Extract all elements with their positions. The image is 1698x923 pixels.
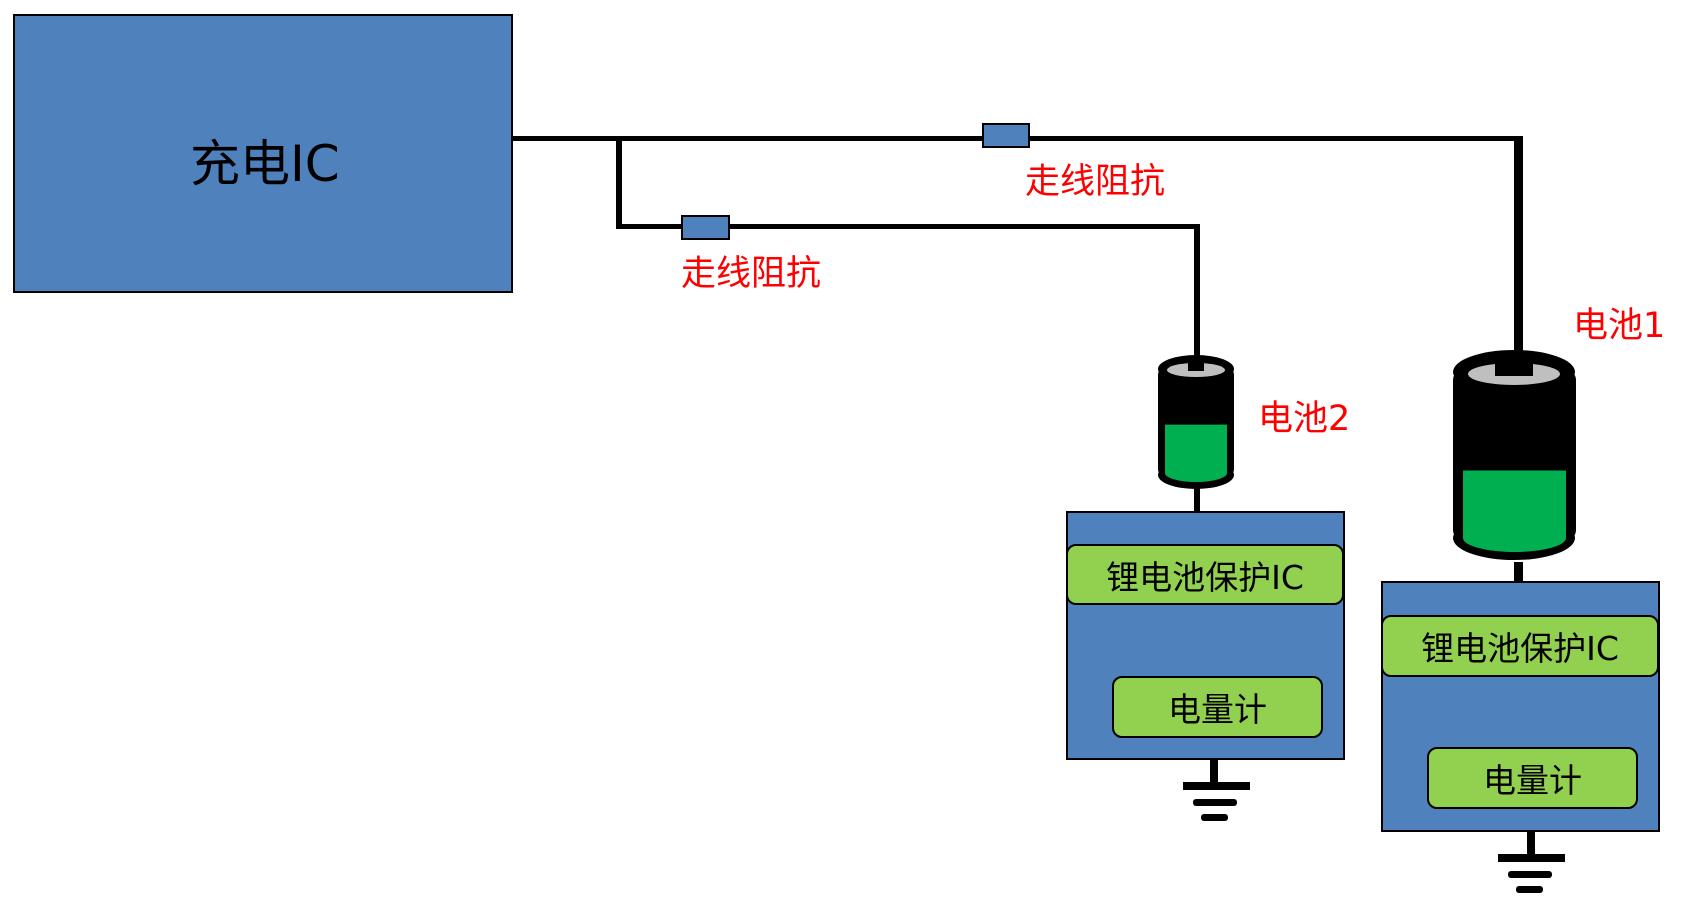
battery-2-charge bbox=[1165, 424, 1227, 482]
battery-1-charge bbox=[1463, 470, 1566, 552]
trace-impedance-2 bbox=[681, 215, 730, 240]
trace-impedance-1-label: 走线阻抗 bbox=[1025, 162, 1166, 202]
battery-2-protect-ic-label: 锂电池保护IC bbox=[1106, 557, 1304, 597]
battery-1-protect-ic-label: 锂电池保护IC bbox=[1421, 629, 1619, 668]
battery1-lower-wire bbox=[1514, 562, 1523, 582]
battery-2-protect-ic: 锂电池保护IC bbox=[1066, 544, 1344, 605]
battery-2-fuel-gauge-label: 电量计 bbox=[1168, 690, 1267, 729]
battery2-wire bbox=[1194, 224, 1200, 364]
branch-drop-wire bbox=[616, 136, 622, 229]
battery1-wire bbox=[1514, 136, 1523, 366]
branch-wire bbox=[616, 224, 1200, 229]
battery-2-fuel-gauge: 电量计 bbox=[1112, 676, 1323, 738]
battery-1-fuel-gauge: 电量计 bbox=[1427, 747, 1638, 809]
battery-1-fuel-gauge-label: 电量计 bbox=[1483, 761, 1582, 800]
ground-icon-2 bbox=[1183, 759, 1250, 821]
battery-2-label: 电池2 bbox=[1258, 399, 1351, 439]
trace-impedance-2-label: 走线阻抗 bbox=[681, 254, 822, 294]
battery-1-label: 电池1 bbox=[1573, 306, 1666, 346]
battery-1-icon bbox=[1453, 350, 1576, 560]
battery-1-protect-ic: 锂电池保护IC bbox=[1381, 615, 1659, 677]
battery2-lower-wire bbox=[1194, 486, 1200, 513]
charger-ic-label: 充电IC bbox=[190, 135, 340, 193]
trace-impedance-1 bbox=[982, 123, 1030, 148]
battery-2-icon bbox=[1158, 355, 1234, 489]
ground-icon-1 bbox=[1498, 831, 1565, 893]
charger-ic-block: 充电IC bbox=[13, 14, 513, 293]
